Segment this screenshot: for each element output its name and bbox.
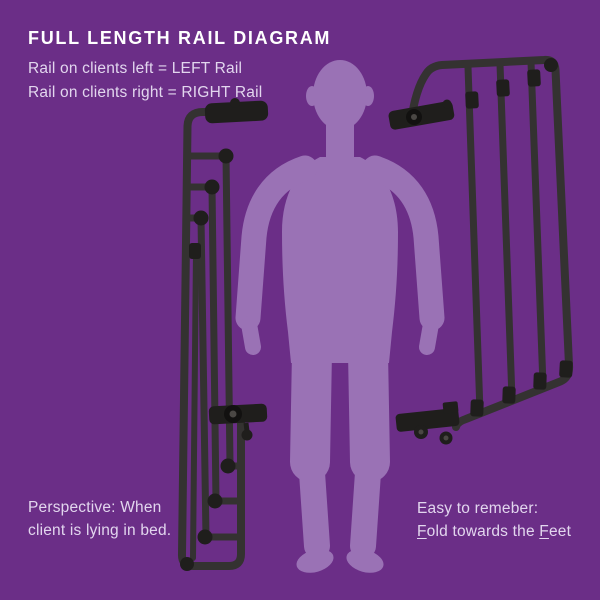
reminder-underlined-f1: F bbox=[417, 523, 427, 540]
subtitle-right-rail: Rail on clients right = RIGHT Rail bbox=[28, 84, 263, 101]
reminder-mid-text: old towards the bbox=[426, 523, 540, 540]
left-rail-collar bbox=[189, 243, 201, 259]
reminder-note-line1: Easy to remeber: bbox=[417, 500, 539, 517]
reminder-note-line2: Fold towards the Feet bbox=[417, 520, 571, 543]
reminder-end-text: eet bbox=[548, 523, 572, 540]
right-rail-unfolded bbox=[388, 55, 574, 445]
right-rail-sleeve bbox=[470, 399, 484, 417]
body-calf-left bbox=[298, 445, 330, 559]
body-ear-right bbox=[362, 86, 374, 106]
right-rail-pivot-cap bbox=[411, 114, 417, 120]
page-title: FULL LENGTH RAIL DIAGRAM bbox=[28, 28, 332, 48]
right-rail-collar bbox=[465, 91, 479, 109]
right-rail-knob bbox=[442, 99, 452, 109]
left-rail-pivot-cap bbox=[229, 410, 237, 418]
reminder-note: Easy to remeber: Fold towards the Feet bbox=[417, 497, 571, 543]
left-rail-knob bbox=[241, 429, 253, 441]
left-rail-joint bbox=[218, 148, 234, 164]
header-block: FULL LENGTH RAIL DIAGRAM Rail on clients… bbox=[28, 28, 331, 105]
subtitle-block: Rail on clients left = LEFT Rail Rail on… bbox=[28, 57, 331, 105]
right-rail-bar bbox=[527, 58, 547, 389]
body-thigh-left bbox=[290, 332, 332, 482]
body-arm-left bbox=[235, 155, 318, 331]
right-rail-collar bbox=[496, 79, 510, 97]
left-rail-end-cap bbox=[180, 557, 194, 571]
left-rail-bar bbox=[197, 214, 210, 541]
left-rail-joint bbox=[204, 179, 220, 195]
right-rail-knob-cap bbox=[418, 429, 424, 435]
left-rail-folded bbox=[178, 98, 269, 571]
body-calf-right bbox=[350, 445, 382, 559]
body-hand-right bbox=[419, 316, 439, 355]
body-foot-right bbox=[346, 549, 384, 573]
body-hand-left bbox=[241, 316, 261, 355]
perspective-note: Perspective: When client is lying in bed… bbox=[28, 496, 171, 542]
left-rail-bar bbox=[208, 183, 220, 505]
left-rail-joint bbox=[197, 529, 213, 545]
body-silhouette bbox=[235, 60, 445, 573]
right-rail-bracket-tab bbox=[442, 401, 459, 414]
perspective-note-line1: Perspective: When bbox=[28, 499, 162, 516]
right-rail-knob-cap bbox=[443, 435, 449, 441]
right-rail-corner-joint bbox=[544, 58, 558, 72]
right-rail-sleeve bbox=[559, 360, 573, 378]
left-rail-joint bbox=[220, 458, 236, 474]
left-rail-knob bbox=[230, 98, 240, 108]
body-foot-left bbox=[296, 549, 334, 573]
body-neck bbox=[326, 112, 354, 158]
right-rail-bar bbox=[464, 63, 484, 416]
perspective-note-line2: client is lying in bed. bbox=[28, 522, 172, 539]
body-ear-left bbox=[306, 86, 318, 106]
right-rail-collar bbox=[527, 69, 541, 87]
left-rail-joint bbox=[207, 493, 223, 509]
right-rail-mount-bracket-bottom bbox=[395, 408, 460, 432]
left-rail-joint bbox=[193, 210, 209, 226]
right-rail-sleeve bbox=[502, 386, 516, 404]
left-rail-grip bbox=[204, 100, 269, 124]
right-rail-bar bbox=[496, 60, 516, 403]
body-torso bbox=[282, 157, 398, 363]
left-rail-bar bbox=[190, 249, 199, 561]
reminder-underlined-f2: F bbox=[539, 523, 549, 540]
body-thigh-right bbox=[348, 332, 390, 482]
right-rail-sleeve bbox=[533, 372, 547, 390]
body-arm-right bbox=[362, 155, 445, 331]
subtitle-left-rail: Rail on clients left = LEFT Rail bbox=[28, 60, 243, 77]
